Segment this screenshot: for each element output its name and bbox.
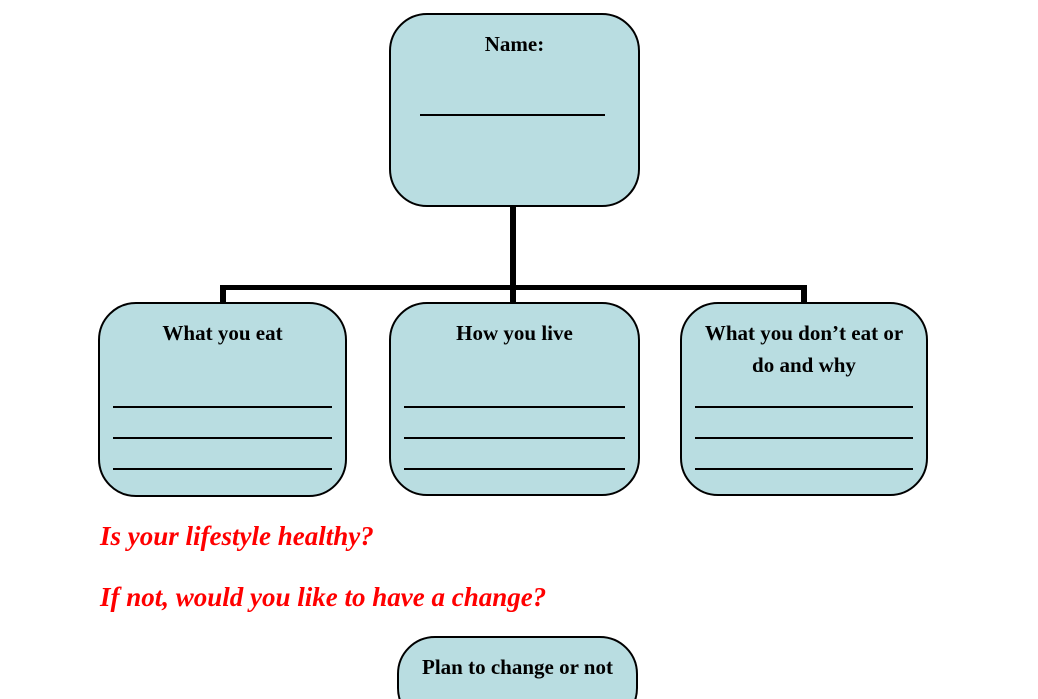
branch-box-title: What you don’t eat or do and why xyxy=(682,304,926,381)
branch-box-what-you-eat: What you eat xyxy=(98,302,347,497)
name-box: Name: xyxy=(389,13,640,207)
connector-drop-right xyxy=(801,285,807,304)
blank-line xyxy=(404,406,625,408)
branch-box-title-line: What you don’t eat or xyxy=(704,321,904,345)
blank-line xyxy=(695,468,913,470)
branch-box-how-you-live: How you live xyxy=(389,302,640,496)
branch-box-title-line: How you live xyxy=(456,321,573,345)
plan-box-title: Plan to change or not xyxy=(422,655,613,679)
branch-box-title: What you eat xyxy=(100,304,345,349)
connector-vertical-center xyxy=(510,206,516,304)
blank-line xyxy=(695,437,913,439)
blank-line xyxy=(404,437,625,439)
branch-box-what-you-dont-eat: What you don’t eat or do and why xyxy=(680,302,928,496)
blank-line xyxy=(404,468,625,470)
blank-line xyxy=(113,468,332,470)
connector-drop-left xyxy=(220,285,226,304)
blank-line xyxy=(113,406,332,408)
blank-line xyxy=(113,437,332,439)
plan-box: Plan to change or not xyxy=(397,636,638,699)
branch-box-title-line: do and why xyxy=(752,353,856,377)
blank-line xyxy=(695,406,913,408)
question-like-a-change: If not, would you like to have a change? xyxy=(100,582,547,612)
branch-box-title-line: What you eat xyxy=(162,321,283,345)
blank-line xyxy=(420,114,605,116)
question-lifestyle-healthy: Is your lifestyle healthy? xyxy=(100,521,374,551)
name-box-title: Name: xyxy=(484,32,545,56)
branch-box-title: How you live xyxy=(391,304,638,349)
connector-horizontal-bar xyxy=(220,285,807,290)
